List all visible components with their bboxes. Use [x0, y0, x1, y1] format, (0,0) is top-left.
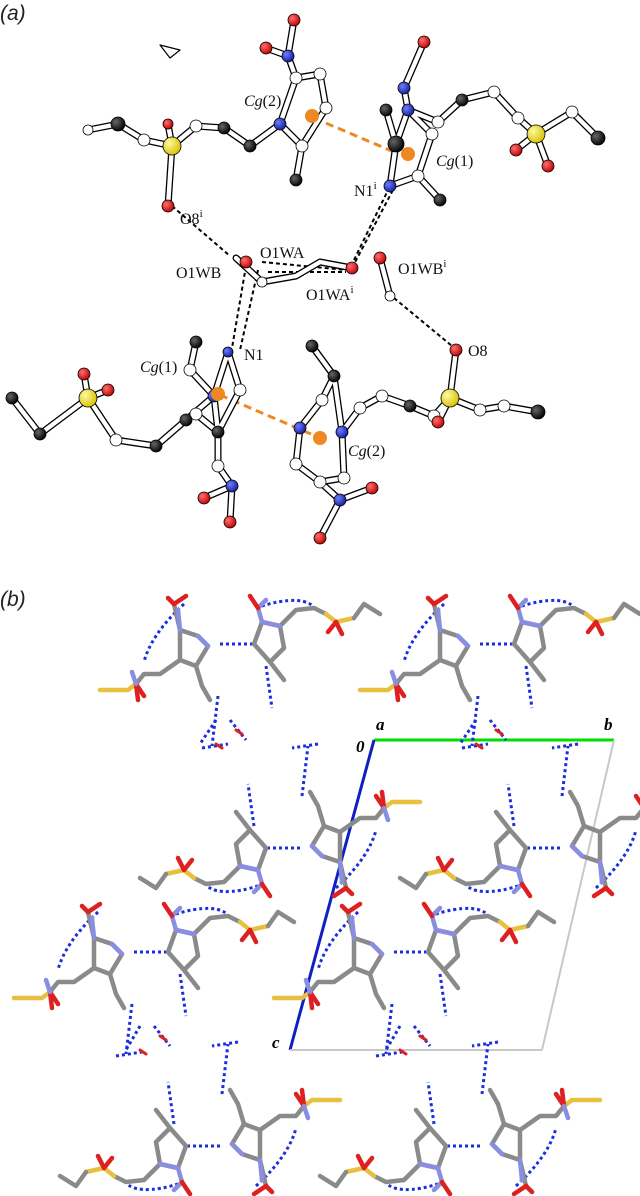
molecule-pair-8 [320, 1042, 600, 1194]
label-o1wa: O1WA [260, 245, 305, 262]
label-o1wai: O1WAi [306, 284, 354, 304]
label-o1wbi: O1WBi [398, 258, 446, 278]
axis-c-label: c [272, 1033, 280, 1052]
label-cg2-top: Cg(2) [244, 93, 281, 110]
bond-polylines-a-inner [9, 17, 601, 541]
label-o8i: O8i [180, 208, 203, 228]
label-o8: O8 [468, 343, 488, 360]
atom-labels-a: Cg(2) Cg(1) O8i N1i O1WA O1WB O1WAi O1WB… [140, 93, 488, 460]
molecule-pair-3 [140, 744, 420, 896]
label-o1wb: O1WB [176, 265, 221, 282]
molecule-pair-2 [360, 596, 640, 748]
packing-diagram [14, 596, 640, 1194]
molecule-pair-6 [274, 904, 554, 1056]
centroids-a [211, 109, 415, 445]
label-cg1-bot: Cg(1) [140, 359, 177, 376]
molecule-pair-5 [14, 904, 294, 1056]
label-n1i: N1i [354, 180, 377, 200]
atoms-a [5, 13, 606, 545]
molecule-pair-7 [60, 1042, 340, 1194]
axis-labels: 0 a b c [272, 715, 613, 1052]
label-n1: N1 [244, 347, 264, 364]
molecule-pair-1 [100, 596, 380, 748]
panel-a-structure [5, 13, 606, 545]
label-cg1-top: Cg(1) [436, 153, 473, 170]
axis-b-label: b [604, 715, 613, 734]
cell-edge-right [541, 739, 615, 1051]
panel-a-label: (a) [0, 2, 26, 25]
label-cg2-bot: Cg(2) [348, 443, 385, 460]
bonds-a [159, 44, 181, 59]
water-clusters [124, 719, 508, 1056]
molecule-pair-4 [400, 744, 640, 896]
axis-a-label: a [376, 715, 385, 734]
panel-b-label: (b) [0, 588, 26, 611]
bond-polylines-a [8, 16, 602, 542]
axis-origin-label: 0 [356, 737, 365, 756]
